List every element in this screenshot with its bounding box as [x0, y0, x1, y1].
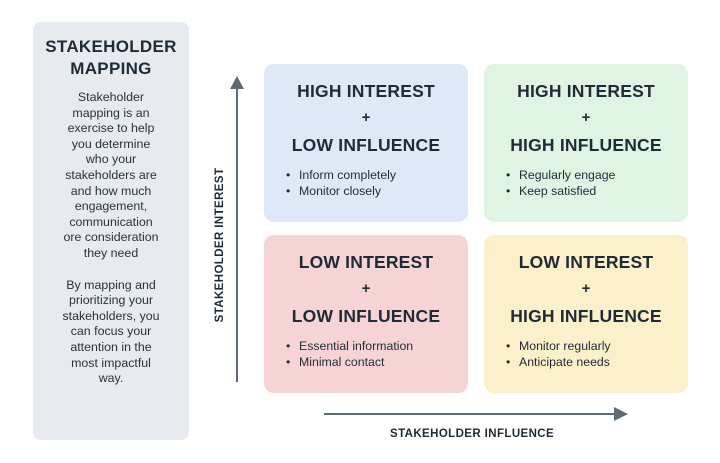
bullet-item: Essential information: [286, 338, 468, 354]
plus-sign: +: [361, 280, 371, 297]
quadrant-low-interest-high-influence: LOW INTEREST + HIGH INFLUENCE Monitor re…: [484, 235, 688, 393]
quadrant-heading: LOW INFLUENCE: [291, 135, 441, 155]
sidebar-text-line: By mapping and: [66, 277, 156, 292]
plus-sign: +: [581, 280, 591, 297]
sidebar-text-line: communication: [69, 214, 153, 229]
sidebar-title: STAKEHOLDER MAPPING: [43, 36, 179, 80]
plus-sign: +: [361, 109, 371, 126]
quadrant-bullet-list: Essential information Minimal contact: [264, 338, 468, 370]
quadrant-bullet-list: Regularly engage Keep satisfied: [484, 167, 688, 199]
sidebar-text-line: engagement,: [74, 199, 148, 214]
sidebar-text-line: stakeholders are: [65, 167, 157, 182]
bullet-item: Regularly engage: [506, 167, 688, 183]
bullet-item: Keep satisfied: [506, 183, 688, 199]
quadrant-high-interest-low-influence: HIGH INTEREST + LOW INFLUENCE Inform com…: [264, 64, 468, 222]
x-axis-line: [324, 413, 616, 415]
arrow-up-icon: [230, 76, 244, 89]
sidebar-benefit-text: By mapping and prioritizing your stakeho…: [43, 278, 179, 387]
sidebar-text-line: prioritizing your: [68, 293, 153, 308]
bullet-item: Monitor regularly: [506, 338, 688, 354]
sidebar-title-line: MAPPING: [70, 59, 152, 78]
sidebar-text-line: Stakeholder: [77, 90, 145, 104]
sidebar-text-line: can focus your: [70, 324, 152, 339]
sidebar-text-line: you determine: [71, 136, 151, 151]
quadrant-bullet-list: Inform completely Monitor closely: [264, 167, 468, 199]
sidebar-text-line: who your: [85, 152, 137, 167]
sidebar-text-line: attention in the: [70, 339, 152, 354]
quadrant-heading: HIGH INFLUENCE: [510, 306, 662, 326]
bullet-item: Monitor closely: [286, 183, 468, 199]
quadrant-high-interest-high-influence: HIGH INTEREST + HIGH INFLUENCE Regularly…: [484, 64, 688, 222]
sidebar-text-line: they need: [83, 245, 139, 260]
y-axis-label: STAKEHOLDER INTEREST: [214, 167, 226, 323]
bullet-item: Inform completely: [286, 167, 468, 183]
plus-sign: +: [581, 109, 591, 126]
quadrant-heading: LOW INTEREST: [298, 252, 434, 272]
sidebar-panel: STAKEHOLDER MAPPING Stakeholder mapping …: [33, 22, 189, 440]
y-axis-line: [236, 80, 238, 382]
sidebar-description: Stakeholder mapping is an exercise to he…: [43, 90, 179, 262]
quadrant-heading: HIGH INFLUENCE: [510, 135, 662, 155]
bullet-item: Minimal contact: [286, 354, 468, 370]
quadrant-heading: LOW INTEREST: [518, 252, 654, 272]
sidebar-text-line: mapping is an: [72, 105, 150, 120]
quadrant-low-interest-low-influence: LOW INTEREST + LOW INFLUENCE Essential i…: [264, 235, 468, 393]
sidebar-text-line: stakeholders, you: [62, 308, 160, 323]
arrow-right-icon: [614, 407, 628, 421]
sidebar-title-line: STAKEHOLDER: [45, 37, 177, 56]
quadrant-bullet-list: Monitor regularly Anticipate needs: [484, 338, 688, 370]
x-axis-label: STAKEHOLDER INFLUENCE: [390, 428, 555, 440]
quadrant-heading: LOW INFLUENCE: [291, 306, 441, 326]
sidebar-text-line: and how much: [70, 183, 152, 198]
sidebar-text-line: way.: [98, 371, 124, 386]
sidebar-text-line: exercise to help: [67, 121, 155, 136]
sidebar-text-line: most impactful: [71, 355, 151, 370]
bullet-item: Anticipate needs: [506, 354, 688, 370]
quadrant-heading: HIGH INTEREST: [297, 81, 435, 101]
quadrant-heading: HIGH INTEREST: [517, 81, 655, 101]
sidebar-text-line: ore consideration: [63, 230, 159, 245]
